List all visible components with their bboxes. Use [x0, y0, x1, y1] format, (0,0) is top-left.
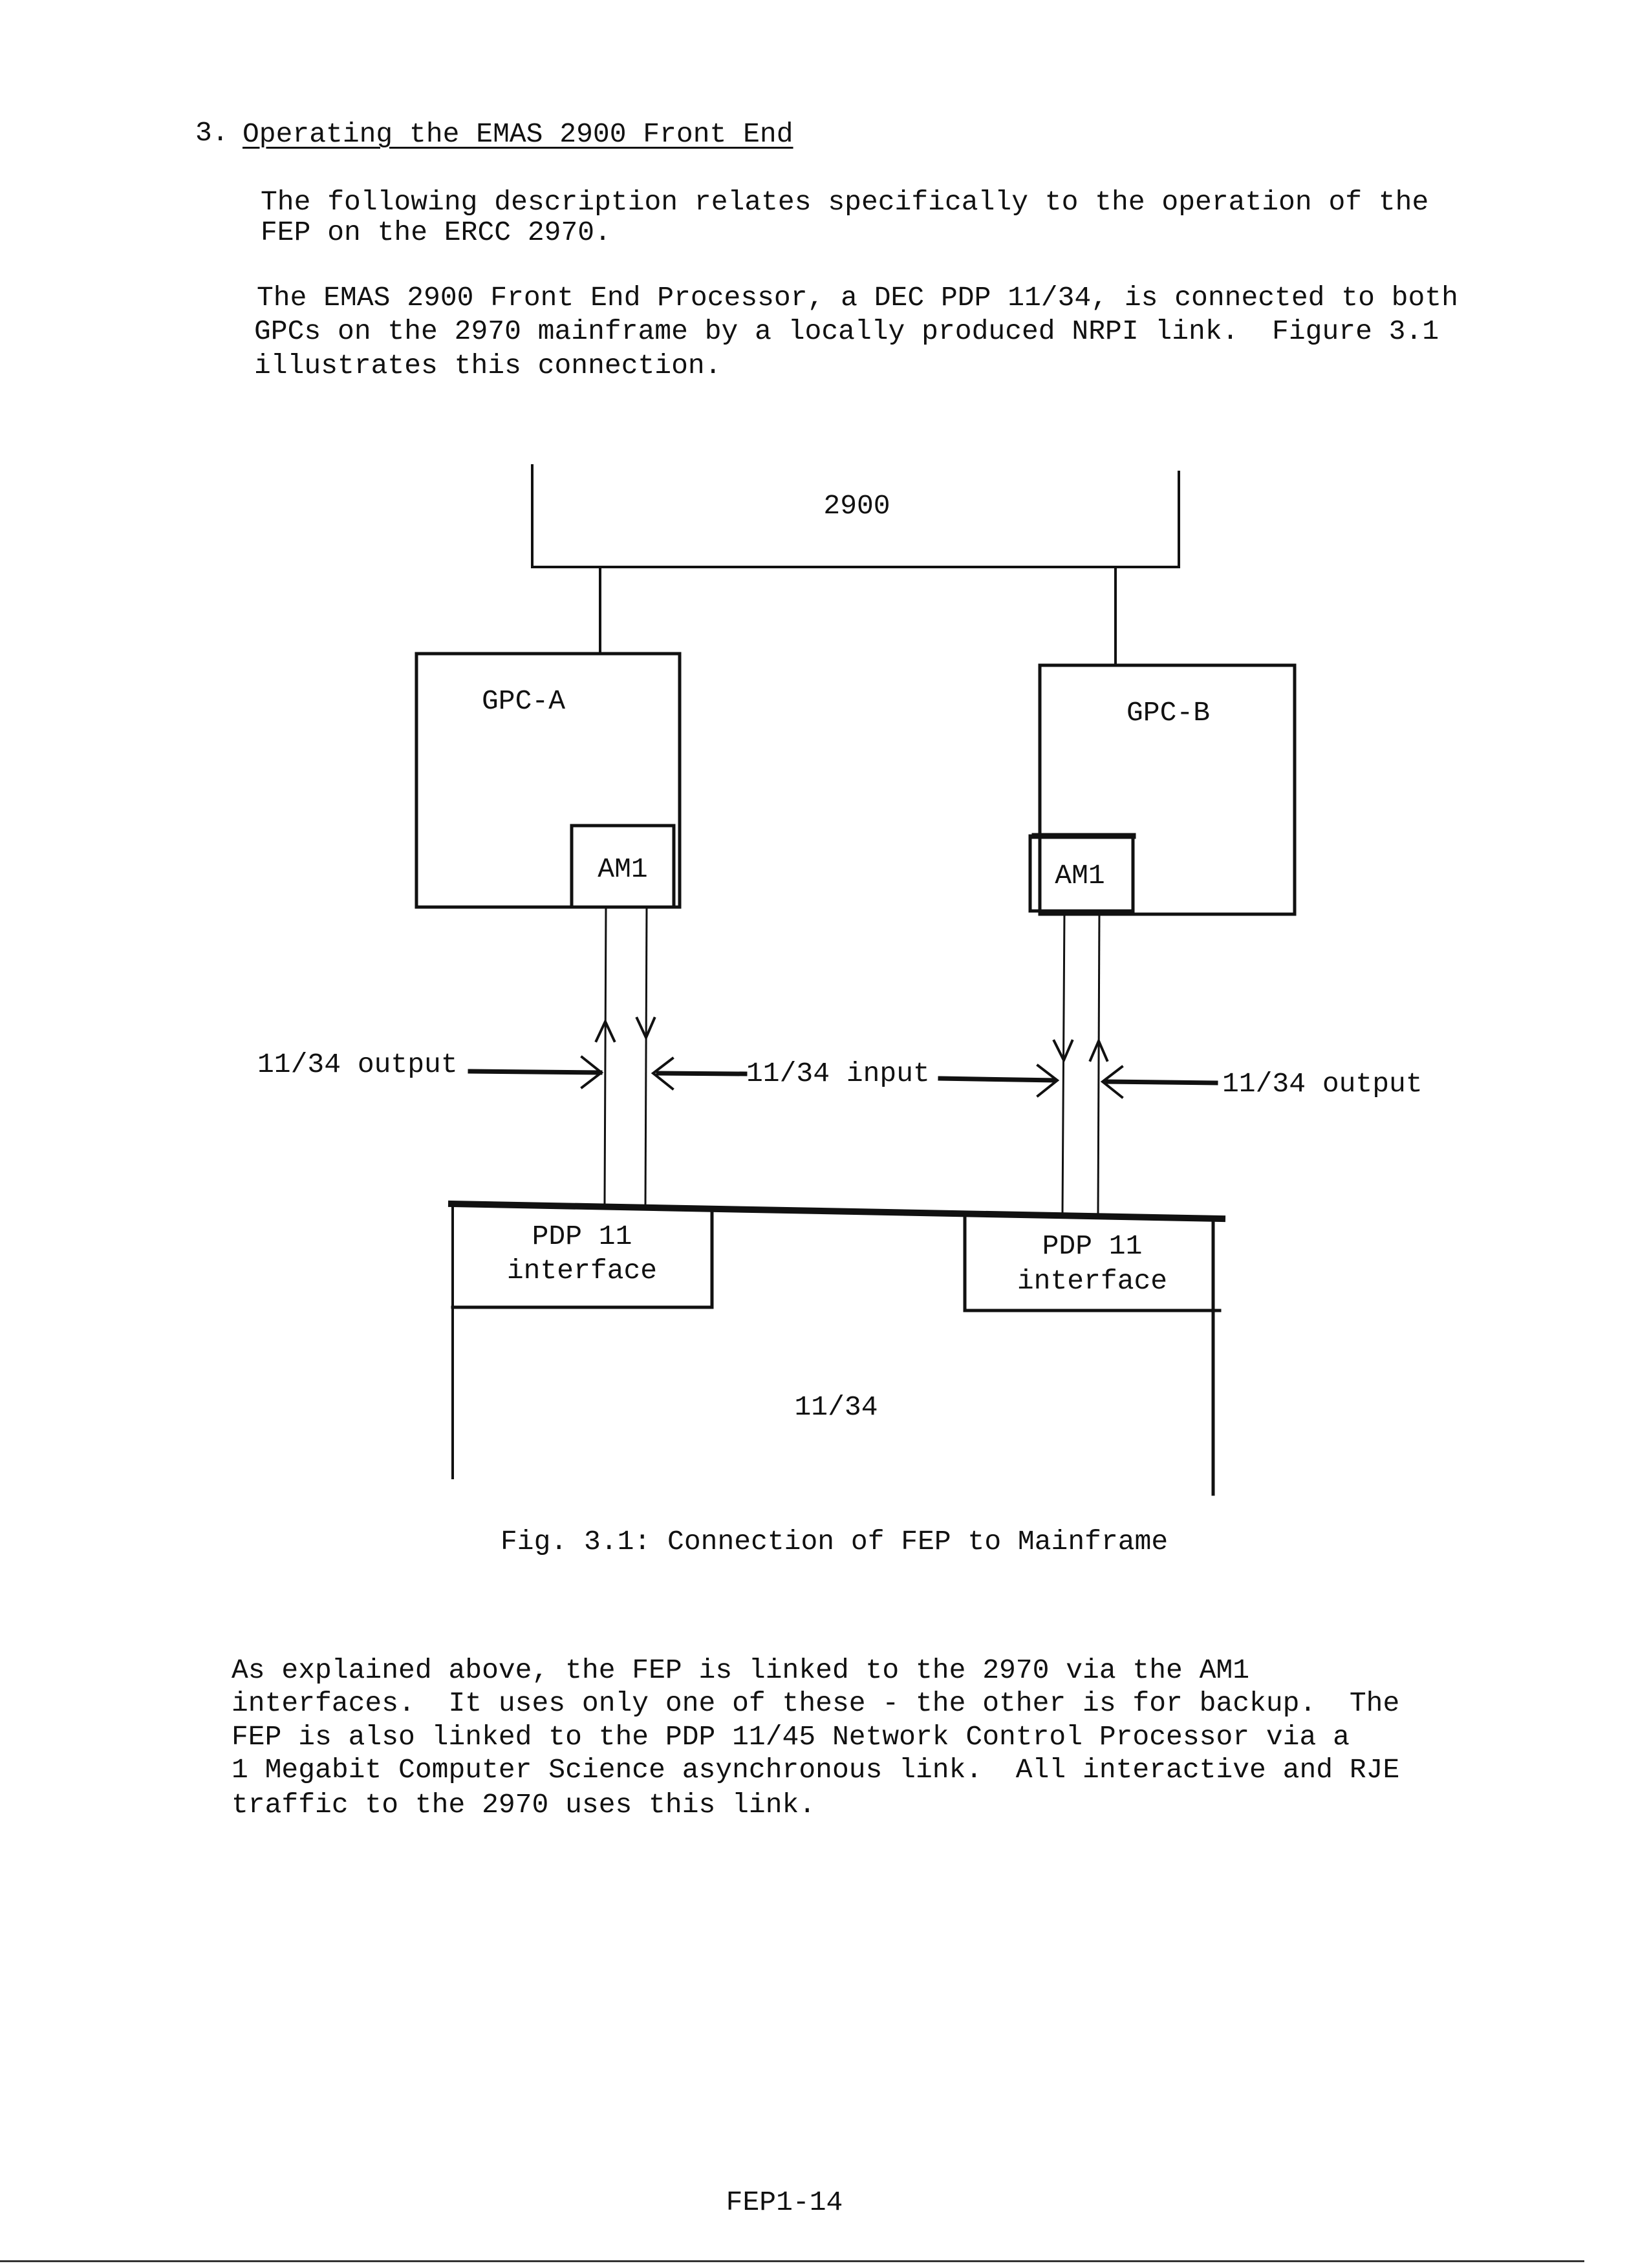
link-a-input-line	[644, 906, 648, 1207]
mainframe-label: 2900	[823, 490, 890, 522]
arrow-up-b	[1088, 1037, 1109, 1062]
bottom-rule	[0, 2260, 1584, 2262]
pdp-a-box	[451, 1206, 714, 1309]
right-output-label: 11/34 output	[1222, 1068, 1423, 1100]
pdp-a-label-line-1: PDP 11	[532, 1221, 632, 1252]
section-number: 3.	[195, 117, 229, 149]
arrow-down-b	[1052, 1039, 1074, 1064]
gpc-a-label: GPC-A	[482, 685, 566, 717]
link-b-output-line	[1097, 910, 1101, 1215]
pdp-b-box	[963, 1214, 1222, 1312]
mainframe-outline	[531, 464, 1180, 568]
paragraph-3-line-1: As explained above, the FEP is linked to…	[232, 1654, 1250, 1686]
paragraph-2-line-2: GPCs on the 2970 mainframe by a locally …	[254, 316, 1439, 347]
paragraph-3-line-4: 1 Megabit Computer Science asynchronous …	[232, 1754, 1400, 1786]
am1-b-label: AM1	[1055, 860, 1105, 892]
pdp-b-label-line-1: PDP 11	[1042, 1230, 1143, 1262]
paragraph-2-line-3: illustrates this connection.	[254, 350, 722, 381]
paragraph-1-line-2: FEP on the ERCC 2970.	[261, 217, 611, 248]
am1-a-label: AM1	[598, 853, 648, 885]
arrow-up-a	[594, 1018, 616, 1043]
page-number: FEP1-14	[726, 2187, 843, 2218]
fep-top-bar	[447, 1200, 1226, 1223]
paragraph-1-line-1: The following description relates specif…	[261, 186, 1429, 218]
input-label: 11/34 input	[746, 1058, 930, 1089]
left-output-label: 11/34 output	[257, 1049, 458, 1080]
arrow-down-a	[635, 1016, 656, 1041]
paragraph-3-line-5: traffic to the 2970 uses this link.	[232, 1789, 816, 1821]
paragraph-3-line-3: FEP is also linked to the PDP 11/45 Netw…	[232, 1721, 1350, 1753]
section-title: Operating the EMAS 2900 Front End	[242, 118, 793, 150]
fep-label: 11/34	[794, 1391, 878, 1423]
pdp-b-label-line-2: interface	[1017, 1265, 1168, 1297]
arrow-input-a	[656, 1071, 748, 1076]
pdp-a-label-line-2: interface	[506, 1255, 658, 1287]
paragraph-2-line-1: The EMAS 2900 Front End Processor, a DEC…	[257, 282, 1458, 314]
gpc-b-box	[1038, 663, 1297, 916]
arrow-left-output	[468, 1069, 603, 1075]
link-a-output-line	[603, 906, 607, 1206]
paragraph-3-line-2: interfaces. It uses only one of these - …	[232, 1687, 1400, 1719]
gpc-b-label: GPC-B	[1126, 697, 1211, 729]
arrow-right-output	[1105, 1079, 1218, 1086]
am1-a-box	[570, 824, 676, 909]
arrow-input-b	[938, 1076, 1057, 1083]
figure-caption: Fig. 3.1: Connection of FEP to Mainframe	[501, 1526, 1169, 1557]
